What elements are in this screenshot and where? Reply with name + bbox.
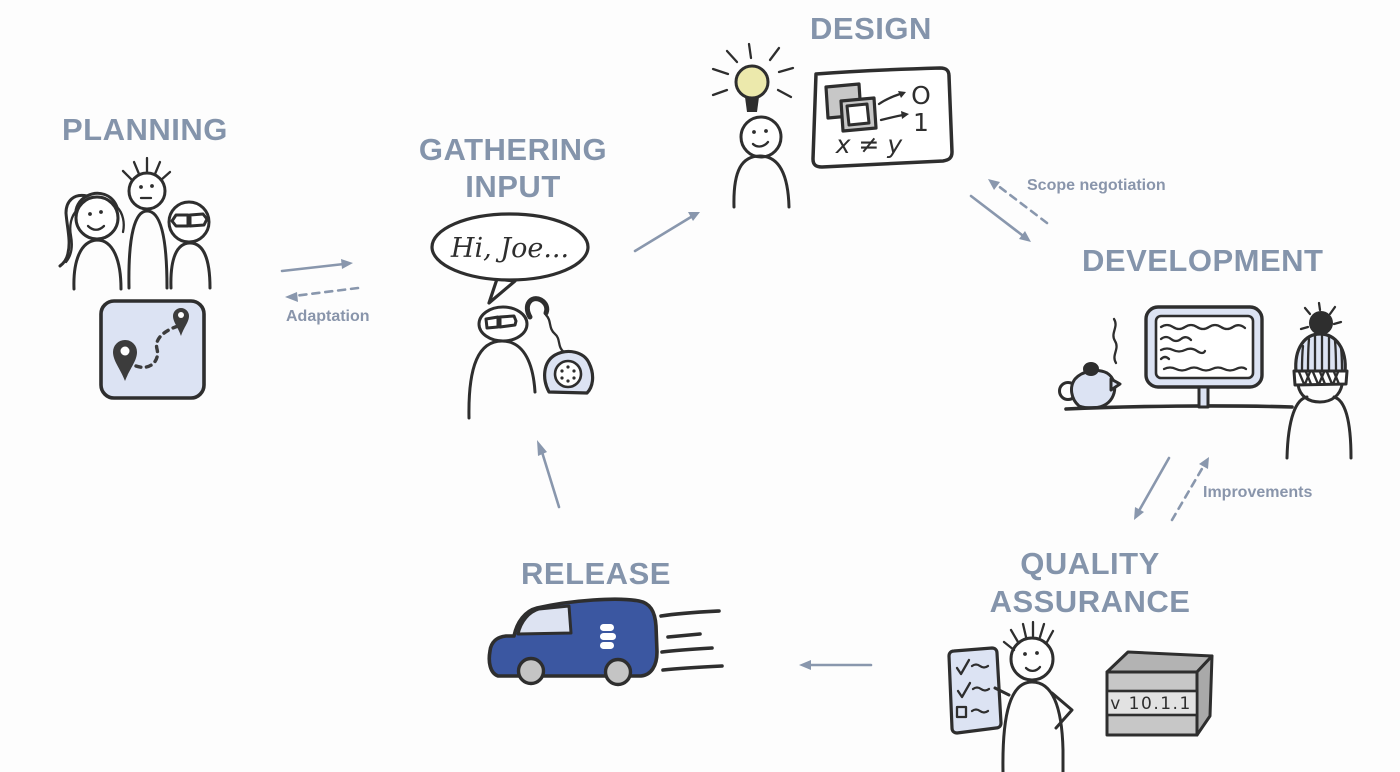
quality-assurance-title: QUALITY ASSURANCE [950, 545, 1230, 621]
roadmap-icon [99, 299, 206, 400]
planning-illustration [58, 156, 212, 400]
planning-person-woman [58, 191, 125, 291]
teapot-icon [1058, 317, 1122, 410]
checklist-icon [947, 646, 1003, 735]
arrow-gathering-to-design [633, 212, 700, 253]
design-person [732, 115, 791, 209]
gathering-input-title: GATHERING INPUT [403, 131, 623, 205]
quality-assurance-title-line2: ASSURANCE [989, 584, 1191, 619]
arrow-development-to-qa [1134, 456, 1171, 520]
speed-lines [659, 609, 724, 672]
release-title: RELEASE [521, 556, 671, 591]
whiteboard-one-glyph: 1 [913, 108, 929, 137]
delivery-truck-icon [487, 597, 659, 687]
arrow-design-to-development [969, 194, 1031, 242]
qa-person [993, 620, 1074, 772]
scope-negotiation-label: Scope negotiation [1027, 177, 1166, 194]
version-box-icon: v 10.1.1 [1105, 650, 1214, 737]
speech-bubble: Hi, Joe... [430, 212, 590, 305]
version-box-label: v 10.1.1 [1110, 694, 1192, 714]
arrow-release-to-gathering [537, 440, 561, 509]
speech-bubble-text: Hi, Joe... [450, 233, 569, 264]
phone-icon [524, 296, 595, 395]
qa-illustration: v 10.1.1 [947, 620, 1214, 772]
monitor-icon [1144, 305, 1264, 409]
planning-title: PLANNING [62, 112, 228, 147]
release-illustration [487, 597, 724, 687]
design-illustration: O 1 x ≠ y [711, 42, 954, 209]
arrow-planning-to-gathering [280, 259, 353, 273]
development-illustration [1058, 301, 1353, 460]
design-title: DESIGN [810, 11, 932, 46]
arrow-adaptation-dashed [285, 286, 360, 302]
improvements-label: Improvements [1203, 484, 1313, 501]
arrow-scope-negotiation-dashed [988, 179, 1049, 225]
planning-person-middle [121, 156, 172, 290]
whiteboard-formula: x ≠ y [835, 130, 904, 159]
whiteboard-circle-glyph: O [911, 81, 931, 110]
design-whiteboard: O 1 x ≠ y [811, 66, 954, 169]
quality-assurance-title-line1: QUALITY [1020, 546, 1160, 581]
development-title: DEVELOPMENT [1082, 243, 1324, 278]
gathering-input-title-line2: INPUT [465, 169, 561, 204]
gathering-person [467, 305, 537, 420]
arrow-improvements-dashed [1170, 457, 1209, 522]
adaptation-label: Adaptation [286, 308, 370, 325]
planning-person-glasses [167, 200, 212, 290]
development-person-beanie [1285, 301, 1353, 460]
arrow-qa-to-release [799, 660, 873, 670]
gathering-input-title-line1: GATHERING [418, 132, 608, 167]
lightbulb-icon [711, 42, 795, 112]
gathering-input-illustration: Hi, Joe... [430, 212, 595, 420]
desk-line [1064, 404, 1294, 411]
